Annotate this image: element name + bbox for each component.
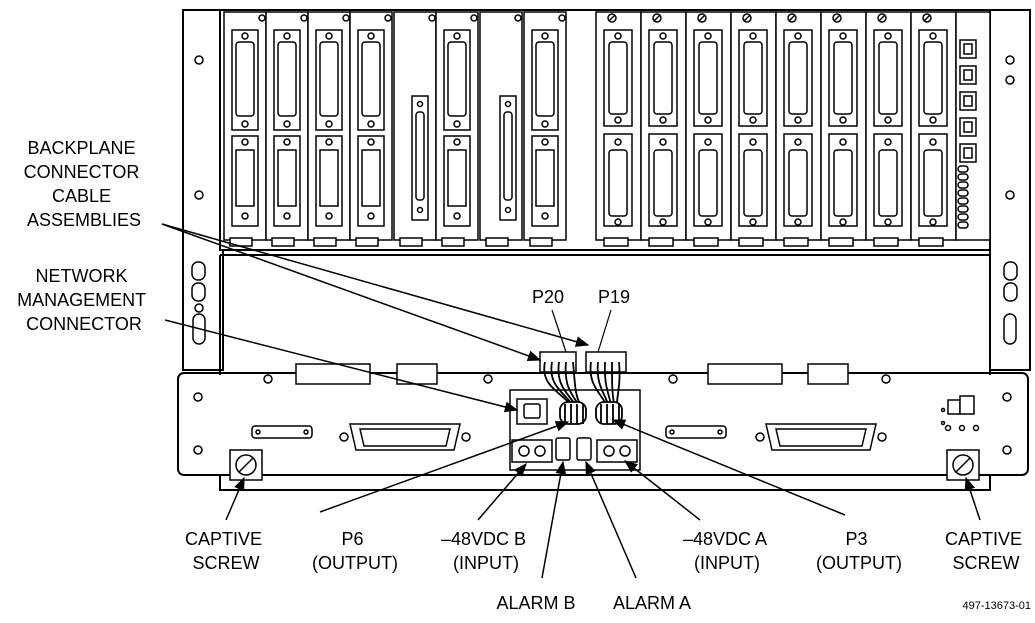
cover-openings	[295, 363, 849, 385]
leader-lines	[161, 223, 981, 579]
arrow-alarm-b	[541, 460, 567, 579]
arrow-48vdc-b	[477, 462, 527, 521]
mid-panel	[219, 254, 991, 375]
arrow-48vdc-a	[623, 460, 701, 521]
card-slot-12	[730, 11, 777, 247]
m48b-label: –48VDC B (INPUT)	[441, 529, 531, 573]
callout-labels: BACKPLANE CONNECTOR CABLE ASSEMBLIES NET…	[17, 138, 1031, 613]
alarm-a-label: ALARM A	[613, 593, 691, 613]
card-slot-2	[265, 11, 309, 247]
card-slot-9	[595, 11, 642, 247]
p20-label: P20	[532, 287, 564, 307]
card-slot-11	[685, 11, 732, 247]
alarm-b-label: ALARM B	[496, 593, 575, 613]
card-slot-4	[349, 11, 393, 247]
card-slot-15	[865, 11, 912, 247]
arrow-captive-right	[964, 476, 981, 521]
p19-tick	[597, 309, 612, 353]
mounting-holes	[191, 55, 1018, 455]
arrow-alarm-a	[585, 460, 637, 579]
lower-lip	[219, 475, 991, 491]
card-slot-16	[910, 11, 957, 247]
card-slot-1	[223, 11, 267, 247]
alarm-b-connector	[555, 437, 571, 461]
card-slot-13	[775, 11, 822, 247]
card-slot-5	[393, 11, 437, 247]
feed-b-terminal	[511, 439, 553, 463]
p19-header	[585, 351, 627, 373]
p6-label: P6 (OUTPUT)	[312, 529, 398, 573]
captive-right-label: CAPTIVE SCREW	[945, 529, 1027, 573]
right-mounting-ear	[989, 9, 1031, 371]
backplane-label: BACKPLANE CONNECTOR CABLE ASSEMBLIES	[24, 138, 145, 230]
alarm-a-connector	[576, 437, 592, 461]
drawing-number: 497-13673-01	[962, 600, 1031, 612]
arrow-captive-left	[225, 476, 245, 521]
card-slot-14	[820, 11, 867, 247]
m48a-label: –48VDC A (INPUT)	[683, 529, 771, 573]
arrow-backplane-p19	[161, 223, 590, 347]
arrow-p3	[611, 419, 846, 516]
cable-bundles	[543, 361, 623, 425]
power-alarm-area	[509, 351, 641, 471]
p19-label: P19	[598, 287, 630, 307]
p20-tick	[551, 309, 567, 353]
network-label: NETWORK MANAGEMENT CONNECTOR	[17, 266, 151, 334]
cover-connectors	[251, 395, 980, 451]
card-slot-8	[523, 11, 567, 247]
card-slot-10	[640, 11, 687, 247]
captive-left-label: CAPTIVE SCREW	[185, 529, 267, 573]
card-slots	[223, 11, 991, 247]
p3-label: P3 (OUTPUT)	[816, 529, 902, 573]
card-slot-7	[479, 11, 523, 247]
captive-screws	[229, 449, 980, 481]
feed-a-terminal	[596, 439, 638, 463]
arrow-p6	[319, 421, 570, 513]
card-slot-3	[307, 11, 351, 247]
card-slot-6	[435, 11, 479, 247]
rj-jack-column	[955, 11, 991, 241]
arrow-network-mgmt	[164, 319, 519, 413]
arrow-backplane-p20	[161, 223, 542, 361]
